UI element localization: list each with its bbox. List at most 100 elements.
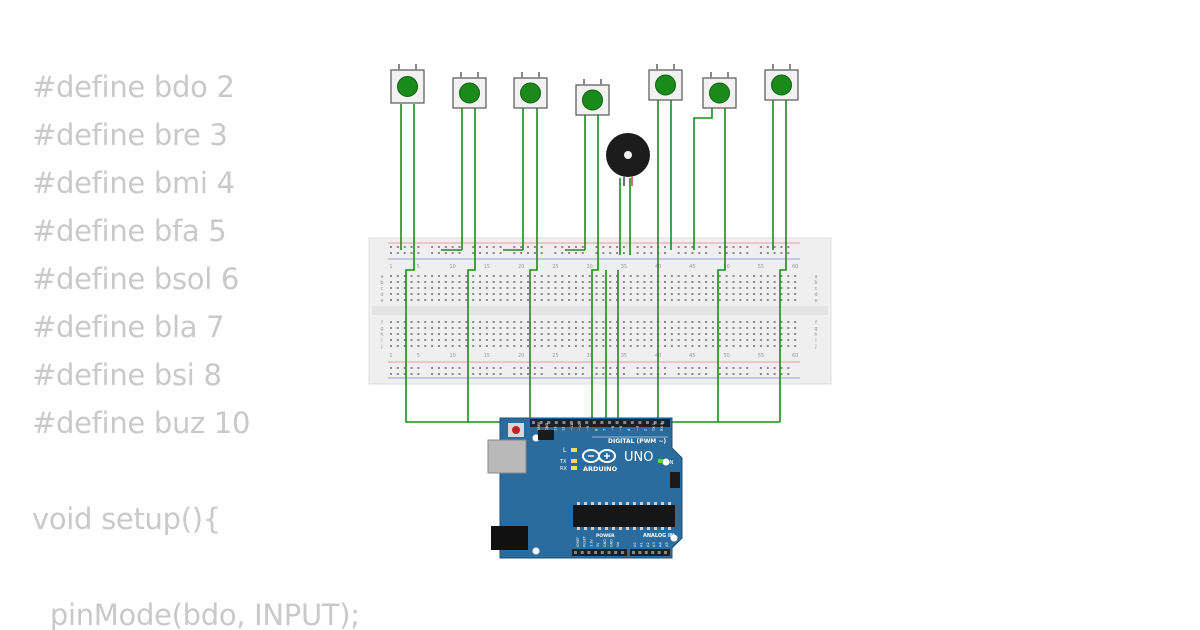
breadboard-row-letter: e bbox=[814, 298, 817, 304]
breadboard-column-number: 45 bbox=[689, 264, 695, 270]
power-header[interactable] bbox=[572, 549, 627, 556]
breadboard-holes bbox=[390, 246, 797, 375]
breadboard-column-number: 10 bbox=[449, 264, 455, 270]
power-pin-label: 5V bbox=[596, 542, 600, 547]
breadboard-column-numbers: 1155101015152020252530303535404045455050… bbox=[389, 264, 798, 359]
digital-pin-label: ~10 bbox=[578, 423, 582, 431]
push-button-4[interactable] bbox=[575, 79, 610, 116]
analog-pin-label: A3 bbox=[652, 542, 656, 547]
power-pin-label: Vin bbox=[616, 542, 620, 547]
breadboard-column-number: 15 bbox=[484, 353, 490, 359]
breadboard-column-number: 1 bbox=[389, 264, 392, 270]
digital-pin-label: 8 bbox=[594, 428, 598, 431]
digital-pin-label: 2 bbox=[644, 429, 648, 431]
breadboard-row-letter: a bbox=[814, 274, 817, 280]
breadboard-row-letter: i bbox=[381, 338, 382, 344]
breadboard-row-letter: h bbox=[814, 332, 817, 338]
arduino-logo-icon bbox=[582, 449, 616, 463]
breadboard-column-number: 5 bbox=[417, 264, 420, 270]
code-line-8: #define buz 10 bbox=[32, 406, 251, 440]
breadboard-column-number: 20 bbox=[518, 264, 524, 270]
breadboard-row-letter: f bbox=[381, 320, 383, 326]
breadboard-column-number: 45 bbox=[689, 353, 695, 359]
breadboard-row-letter: j bbox=[814, 344, 816, 350]
code-line-10: void setup(){ bbox=[32, 502, 221, 536]
breadboard-column-number: 35 bbox=[621, 353, 627, 359]
power-pin-label: 3.3V bbox=[589, 539, 593, 547]
breadboard-row-letter: c bbox=[815, 286, 818, 292]
push-button-6[interactable] bbox=[702, 72, 737, 109]
breadboard-center-channel bbox=[372, 306, 828, 315]
push-button-1[interactable] bbox=[390, 64, 425, 104]
breadboard-row-letter: b bbox=[814, 280, 817, 286]
analog-pin-label: A5 bbox=[665, 542, 669, 547]
power-label: POWER bbox=[596, 533, 615, 539]
board-model: UNO bbox=[624, 450, 653, 465]
on-label: ON bbox=[665, 460, 673, 466]
push-button-5[interactable] bbox=[648, 64, 683, 101]
breadboard-column-number: 60 bbox=[792, 264, 798, 270]
piezo-buzzer[interactable] bbox=[606, 133, 650, 186]
analog-label: ANALOG IN bbox=[643, 533, 674, 539]
code-line-2: #define bre 3 bbox=[32, 118, 228, 152]
breadboard-row-letter: g bbox=[380, 326, 383, 332]
breadboard-row-letter: e bbox=[380, 298, 383, 304]
push-button-2[interactable] bbox=[452, 72, 487, 109]
digital-pin-label: GND bbox=[545, 423, 549, 431]
code-line-7: #define bsi 8 bbox=[32, 358, 222, 392]
digital-pin-label: RX 0 bbox=[660, 422, 664, 431]
power-pin-label: GND bbox=[610, 539, 614, 547]
breadboard-row-letter: d bbox=[814, 292, 817, 298]
digital-label: DIGITAL (PWM ~) bbox=[608, 438, 666, 445]
digital-pin-label: 12 bbox=[562, 426, 566, 431]
code-line-1: #define bdo 2 bbox=[32, 70, 235, 104]
breadboard-row-letter: d bbox=[380, 292, 383, 298]
digital-pin-label: AREF bbox=[537, 422, 541, 431]
breadboard-column-number: 60 bbox=[792, 353, 798, 359]
board-brand: ARDUINO bbox=[583, 465, 618, 473]
breadboard-row-letter: g bbox=[814, 326, 817, 332]
analog-pin-label: A2 bbox=[646, 542, 650, 547]
digital-pin-label: 13 bbox=[553, 426, 557, 431]
digital-pin-label: TX 1 bbox=[652, 423, 656, 432]
breadboard-column-number: 5 bbox=[417, 353, 420, 359]
breadboard-column-number: 30 bbox=[586, 353, 592, 359]
breadboard-column-number: 55 bbox=[758, 353, 764, 359]
breadboard-column-number: 35 bbox=[621, 264, 627, 270]
breadboard[interactable]: 1155101015152020252530303535404045455050… bbox=[368, 237, 832, 385]
breadboard-column-number: 25 bbox=[552, 353, 558, 359]
breadboard-column-number: 10 bbox=[449, 353, 455, 359]
code-line-3: #define bmi 4 bbox=[32, 166, 235, 200]
led-label-rx: RX bbox=[560, 466, 567, 472]
breadboard-column-number: 55 bbox=[758, 264, 764, 270]
analog-header[interactable] bbox=[630, 549, 670, 556]
digital-pin-label: 4 bbox=[627, 428, 631, 431]
code-line-12: pinMode(bdo, INPUT); bbox=[32, 598, 360, 630]
breadboard-row-letter: h bbox=[380, 332, 383, 338]
atmega-chip bbox=[573, 505, 675, 527]
breadboard-row-letter: f bbox=[815, 320, 817, 326]
breadboard-column-number: 50 bbox=[723, 264, 729, 270]
usb-port bbox=[487, 439, 527, 474]
push-button-7[interactable] bbox=[764, 64, 799, 101]
breadboard-row-letter: j bbox=[380, 344, 382, 350]
digital-pin-label: ~3 bbox=[635, 426, 639, 431]
led-label-l: L bbox=[563, 447, 567, 454]
push-button-3[interactable] bbox=[513, 72, 548, 109]
breadboard-column-number: 25 bbox=[552, 264, 558, 270]
breadboard-column-number: 1 bbox=[389, 353, 392, 359]
power-pin-label: RESET bbox=[583, 535, 587, 547]
digital-header[interactable] bbox=[530, 419, 670, 427]
analog-pin-label: A0 bbox=[633, 542, 637, 547]
code-editor[interactable]: #define bdo 2 #define bre 3 #define bmi … bbox=[32, 66, 362, 630]
power-jack bbox=[491, 526, 528, 550]
code-line-6: #define bla 7 bbox=[32, 310, 225, 344]
digital-pin-label: ~6 bbox=[611, 425, 615, 431]
breadboard-column-number: 50 bbox=[723, 353, 729, 359]
digital-pin-label: ~5 bbox=[619, 426, 623, 431]
